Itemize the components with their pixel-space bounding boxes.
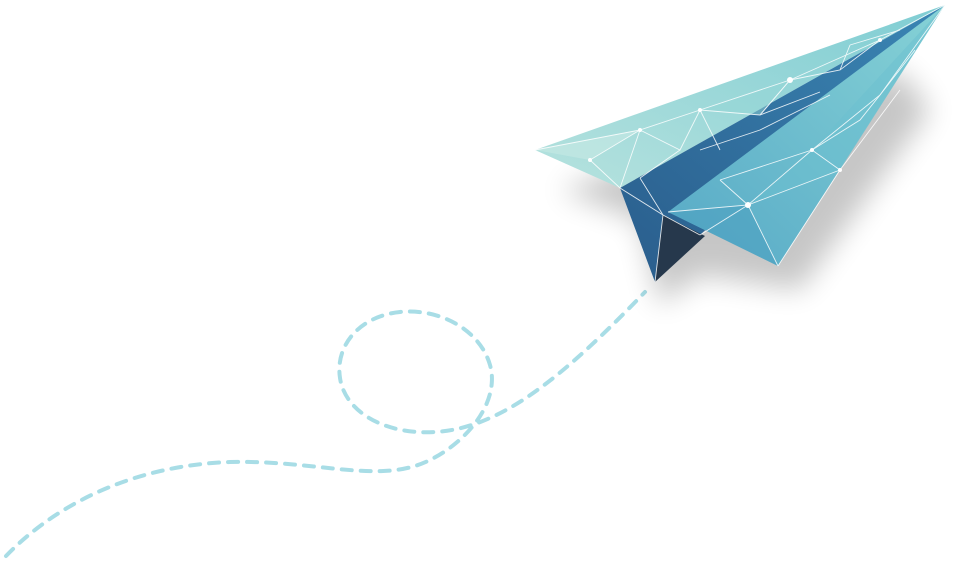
mesh-node bbox=[638, 128, 642, 132]
mesh-node bbox=[787, 77, 793, 83]
upper-wing-facet bbox=[535, 130, 640, 160]
mesh-nodes bbox=[588, 38, 882, 208]
dashed-flight-path bbox=[4, 290, 647, 558]
plane-tail-shade bbox=[655, 215, 705, 282]
mesh-node bbox=[878, 38, 882, 42]
mesh-node bbox=[698, 108, 702, 112]
mesh-node bbox=[810, 148, 814, 152]
plane-lower-wing bbox=[668, 5, 945, 266]
lower-wing-facet bbox=[668, 205, 778, 266]
mesh-node bbox=[588, 158, 592, 162]
mesh-node bbox=[745, 202, 751, 208]
low-poly-mesh bbox=[534, 4, 946, 283]
mesh-node bbox=[838, 168, 842, 172]
